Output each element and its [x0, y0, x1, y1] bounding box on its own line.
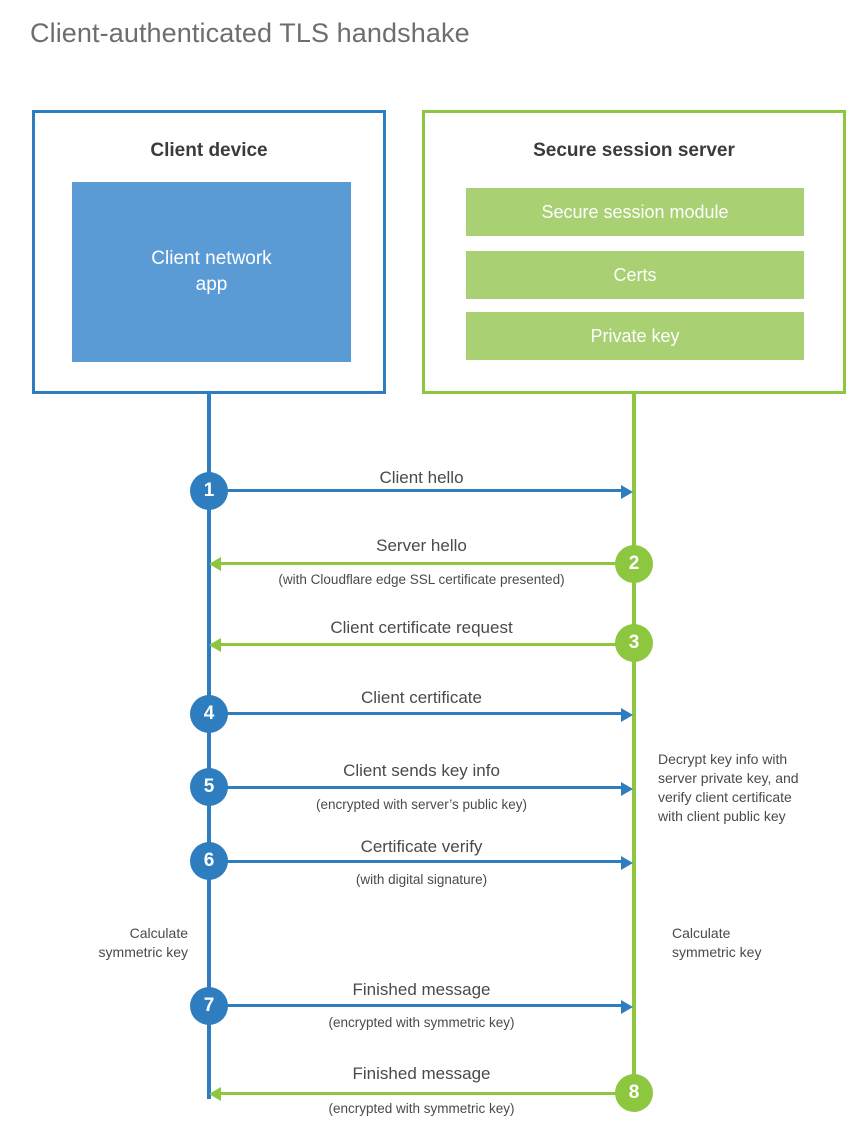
step-4-arrow-head-icon — [621, 708, 633, 722]
server-lifeline — [632, 393, 636, 1095]
step-2-sublabel: (with Cloudflare edge SSL certificate pr… — [278, 572, 565, 587]
client-device-title: Client device — [150, 140, 268, 161]
step-1-arrow-shaft — [209, 489, 621, 492]
step-3-circle[interactable]: 3 — [615, 624, 653, 662]
step-6-label: Certificate verify — [360, 837, 483, 856]
step-6-arrow-shaft — [209, 860, 621, 863]
client-lifeline — [207, 393, 211, 1099]
step-7-label: Finished message — [352, 980, 491, 999]
step-5-label: Client sends key info — [343, 761, 500, 780]
step-4-arrow-shaft — [209, 712, 621, 715]
step-5-sublabel: (encrypted with server’s public key) — [315, 797, 528, 812]
step-7-sublabel: (encrypted with symmetric key) — [328, 1015, 515, 1030]
step-8-label: Finished message — [352, 1064, 491, 1083]
step-1-label: Client hello — [379, 468, 464, 487]
client-calculate-symmetric-key-note: Calculate symmetric key — [98, 925, 188, 960]
server-block-certs: Certs — [466, 251, 804, 299]
step-3-label: Client certificate request — [330, 618, 513, 637]
step-7-circle[interactable]: 7 — [190, 987, 228, 1025]
step-8-circle[interactable]: 8 — [615, 1074, 653, 1112]
step-3-arrow-head-icon — [209, 638, 221, 652]
step-8-arrow-head-icon — [209, 1087, 221, 1101]
step-2-arrow-shaft — [221, 562, 634, 565]
step-5-circle[interactable]: 5 — [190, 768, 228, 806]
secure-session-server-title: Secure session server — [533, 140, 735, 161]
server-calculate-symmetric-key-note: Calculate symmetric key — [672, 925, 762, 960]
page-title: Client-authenticated TLS handshake — [30, 18, 470, 48]
step-1-arrow-head-icon — [621, 485, 633, 499]
step-6-sublabel: (with digital signature) — [355, 872, 488, 887]
client-network-app-block: Client network app — [72, 182, 351, 362]
step-2-arrow-head-icon — [209, 557, 221, 571]
server-block-private-key: Private key — [466, 312, 804, 360]
client-device-box: Client device Client network app — [32, 110, 386, 394]
step-1-circle[interactable]: 1 — [190, 472, 228, 510]
server-decrypt-note: Decrypt key info with server private key… — [658, 751, 799, 824]
step-2-circle[interactable]: 2 — [615, 545, 653, 583]
step-5-arrow-shaft — [209, 786, 621, 789]
step-4-label: Client certificate — [361, 688, 482, 707]
step-2-label: Server hello — [376, 536, 467, 555]
step-5-arrow-head-icon — [621, 782, 633, 796]
step-7-arrow-head-icon — [621, 1000, 633, 1014]
server-block-secure-session-module: Secure session module — [466, 188, 804, 236]
step-6-circle[interactable]: 6 — [190, 842, 228, 880]
step-8-arrow-shaft — [221, 1092, 634, 1095]
step-8-sublabel: (encrypted with symmetric key) — [328, 1101, 515, 1116]
step-4-circle[interactable]: 4 — [190, 695, 228, 733]
step-6-arrow-head-icon — [621, 856, 633, 870]
step-3-arrow-shaft — [221, 643, 634, 646]
secure-session-server-box: Secure session server Secure session mod… — [422, 110, 846, 394]
step-7-arrow-shaft — [209, 1004, 621, 1007]
